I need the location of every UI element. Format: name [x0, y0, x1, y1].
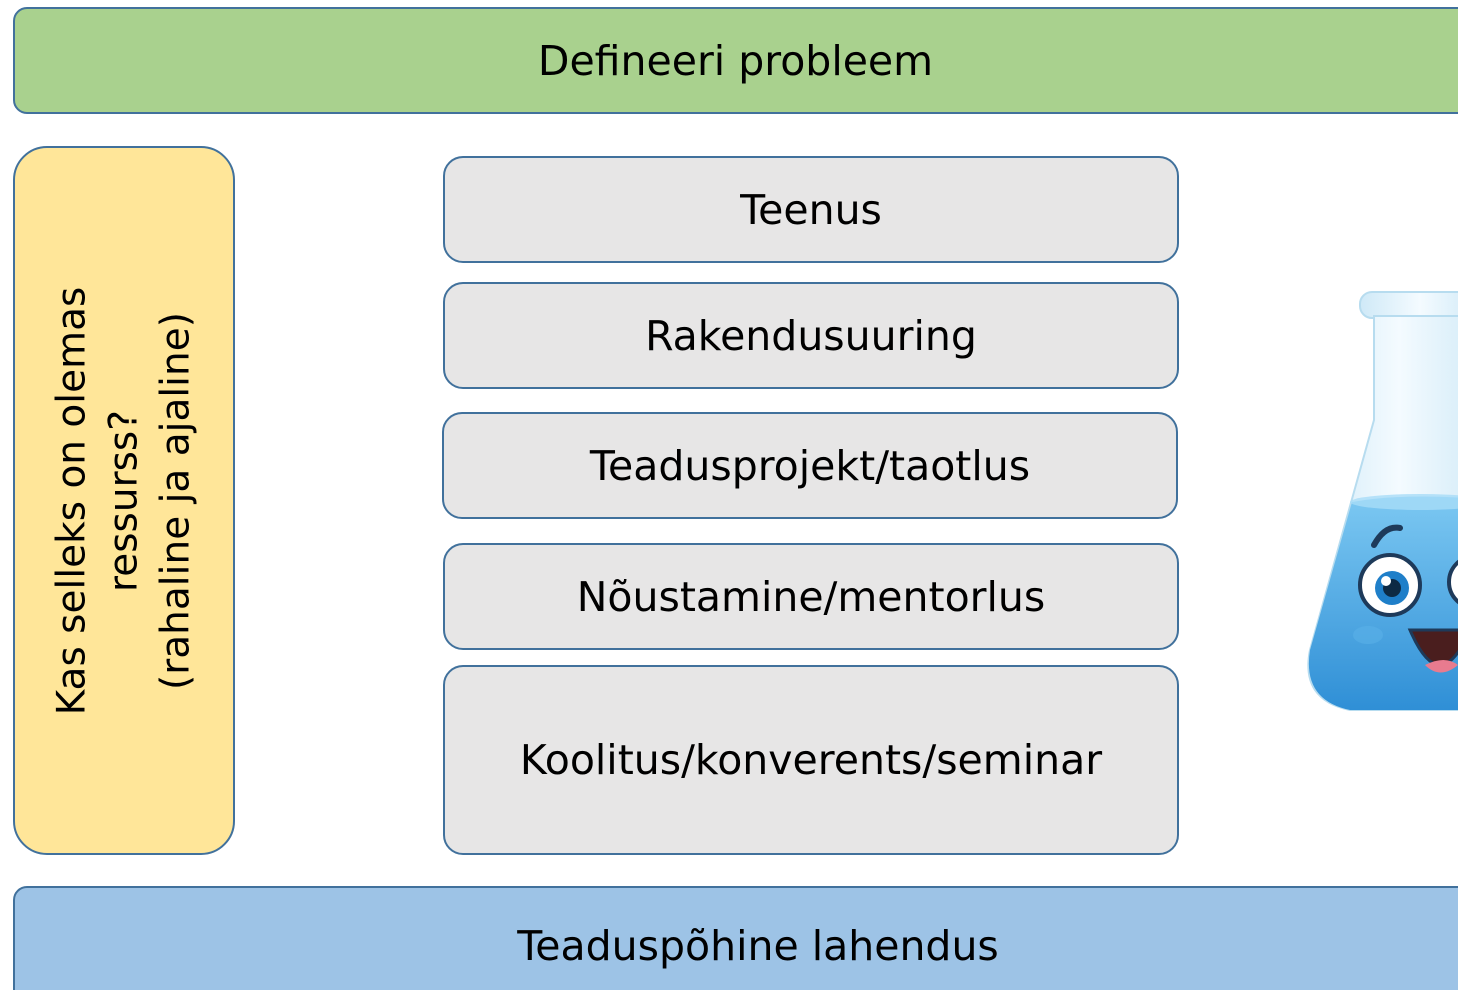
define-problem-banner: Defineeri probleem: [13, 7, 1458, 114]
option-service: Teenus: [443, 156, 1179, 263]
define-problem-label: Defineeri probleem: [537, 36, 934, 85]
option-label: Teadusprojekt/taotlus: [589, 441, 1031, 490]
option-applied-research: Rakendusuuring: [443, 282, 1179, 389]
science-based-solution-label: Teaduspõhine lahendus: [517, 922, 999, 970]
option-label: Rakendusuuring: [645, 311, 977, 360]
science-based-solution-banner: Teaduspõhine lahendus: [13, 886, 1458, 990]
smiling-flask-icon: [1307, 291, 1458, 711]
option-counseling: Nõustamine/mentorlus: [443, 543, 1179, 650]
option-label: Nõustamine/mentorlus: [576, 572, 1046, 621]
resource-question-line-1: Kas selleks on olemas: [49, 286, 95, 715]
option-label: Koolitus/konverents/seminar: [519, 736, 1103, 784]
resource-question-box: Kas selleks on olemas ressurss? (rahalin…: [13, 146, 235, 855]
resource-question-line-2: ressurss?: [101, 409, 147, 592]
resource-question-text: Kas selleks on olemas ressurss? (rahalin…: [46, 286, 202, 715]
option-training: Koolitus/konverents/seminar: [443, 665, 1179, 855]
resource-question-line-3: (rahaline ja ajaline): [153, 311, 199, 690]
option-label: Teenus: [740, 185, 882, 234]
option-research-project: Teadusprojekt/taotlus: [442, 412, 1178, 519]
